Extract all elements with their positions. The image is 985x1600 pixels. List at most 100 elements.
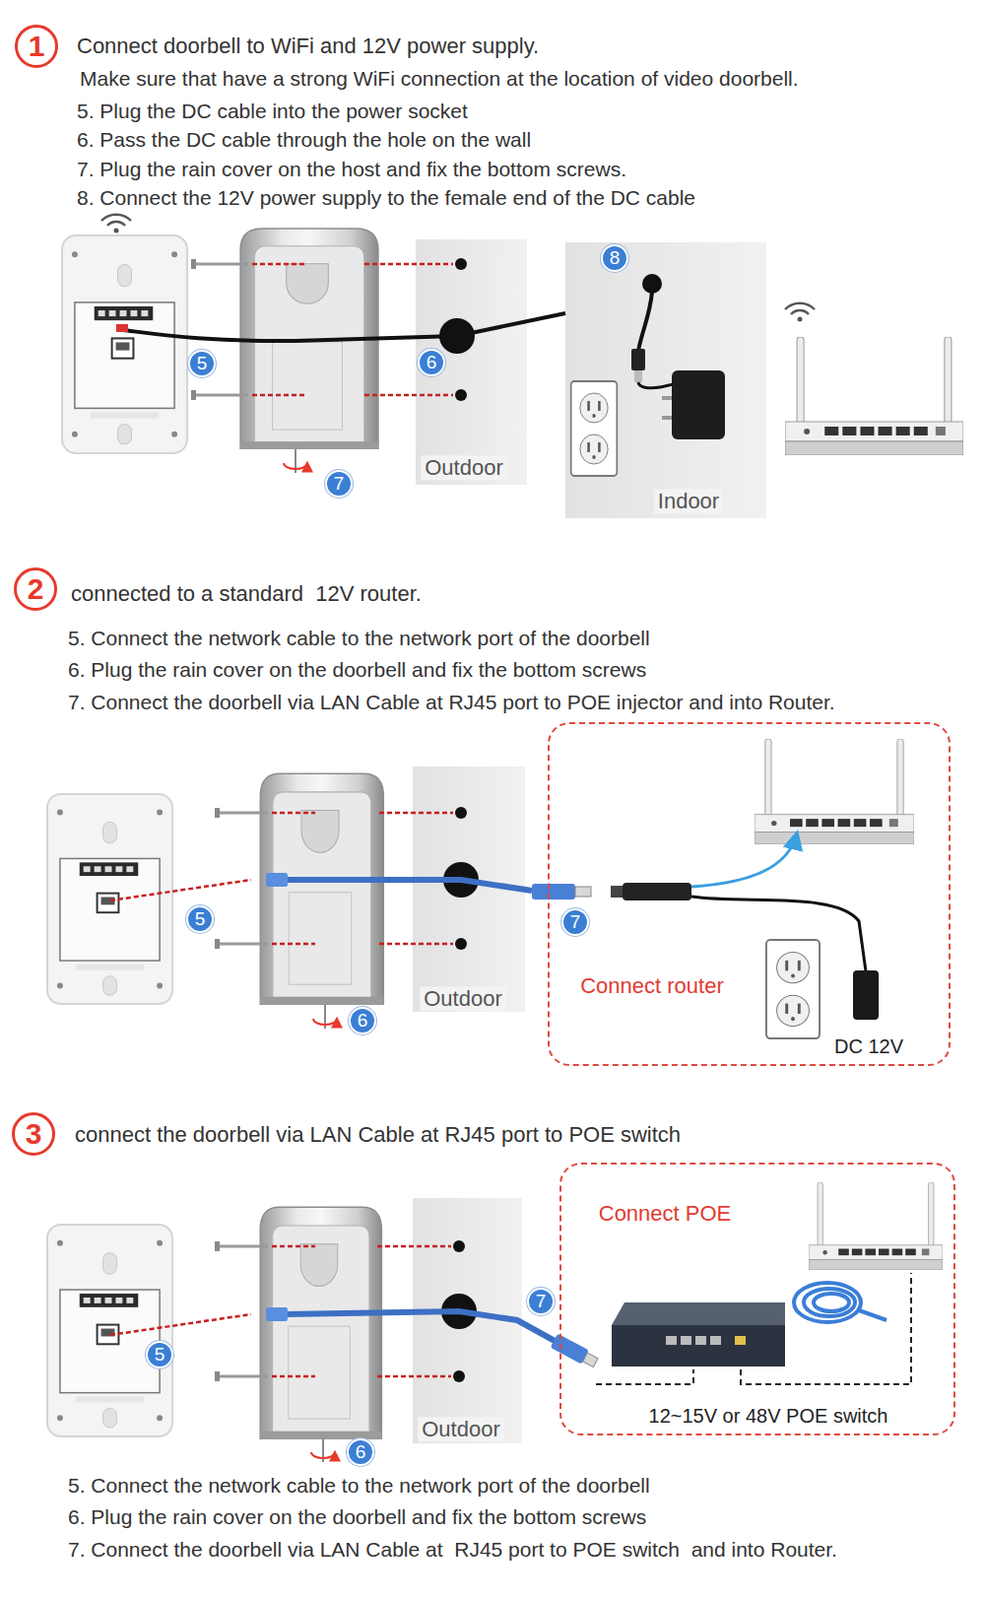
- outdoor-wall: [415, 239, 527, 485]
- coiled-cable: [793, 1282, 861, 1322]
- power-adapter: [631, 291, 725, 440]
- outdoor-wall: [453, 1240, 465, 1252]
- screws: [271, 942, 316, 946]
- poe-switch: [611, 1302, 786, 1325]
- wifi-icon: [790, 310, 809, 315]
- instruction-text: 5. Connect the network cable to the netw…: [67, 1473, 651, 1498]
- screws: [214, 1241, 220, 1251]
- screws: [218, 811, 268, 815]
- router: [754, 738, 915, 845]
- router: [808, 1182, 943, 1270]
- screws: [379, 811, 454, 815]
- coiled-cable: [803, 1288, 855, 1316]
- group-title: Connect POE: [598, 1200, 732, 1226]
- callout-number: 6: [346, 1438, 375, 1466]
- screws: [218, 1375, 268, 1379]
- lan-cable: [265, 1307, 288, 1321]
- power-adapter: [671, 370, 725, 440]
- rotate-arrow: [311, 1438, 335, 1462]
- poe-switch: [611, 1324, 786, 1367]
- doorbell-back: [47, 1224, 173, 1437]
- dc-cable: [123, 313, 566, 341]
- power-adapter: [661, 415, 672, 420]
- rotate-arrow: [283, 449, 308, 473]
- callout-number: 6: [348, 1006, 377, 1035]
- instruction-text: Make sure that have a strong WiFi connec…: [79, 66, 799, 91]
- step-number: 1: [14, 24, 59, 68]
- instruction-text: 7. Connect the doorbell via LAN Cable at…: [67, 1537, 838, 1562]
- poe-switch: [740, 1272, 912, 1384]
- coiled-cable: [858, 1310, 887, 1320]
- screws: [364, 394, 454, 397]
- dc-cable: [116, 313, 566, 341]
- dc-cable: [116, 324, 129, 332]
- screws: [377, 1375, 452, 1379]
- screws: [252, 262, 306, 266]
- screws: [252, 394, 306, 397]
- lan-cable: [550, 1333, 590, 1365]
- section-heading: connected to a standard 12V router.: [70, 581, 422, 606]
- instruction-text: 7. Connect the doorbell via LAN Cable at…: [67, 690, 836, 715]
- group-note: 12~15V or 48V POE switch: [649, 1404, 889, 1428]
- outdoor-wall: [453, 1370, 465, 1382]
- poe-switch: [595, 1369, 694, 1384]
- instruction-text: 5. Connect the network cable to the netw…: [67, 626, 651, 651]
- outdoor-wall: [455, 937, 467, 950]
- callout-number: 7: [526, 1287, 555, 1315]
- screws: [214, 807, 454, 949]
- lan-cable: [531, 883, 576, 900]
- poe-switch: [665, 1335, 677, 1345]
- lan-cable: [583, 1352, 598, 1367]
- instruction-text: 7. Plug the rain cover on the host and f…: [76, 157, 627, 182]
- coiled-cable: [793, 1282, 887, 1322]
- screws: [191, 259, 197, 269]
- screws: [218, 942, 268, 946]
- group-note: DC 12V: [834, 1035, 904, 1058]
- section-heading: Connect doorbell to WiFi and 12V power s…: [76, 33, 539, 59]
- lan-cable: [110, 1307, 599, 1370]
- power-outlet: [766, 939, 820, 1039]
- wifi-icon: [107, 221, 126, 226]
- instruction-text: 6. Pass the DC cable through the hole on…: [76, 128, 531, 152]
- wifi-icon: [114, 228, 120, 234]
- power-outlet: [571, 381, 618, 476]
- place-label: Outdoor: [419, 985, 507, 1011]
- indoor-wall: [565, 242, 767, 519]
- screws: [377, 1245, 452, 1248]
- screws: [218, 1245, 268, 1248]
- power-adapter: [638, 291, 653, 351]
- instruction-text: 8. Connect the 12V power supply to the f…: [76, 186, 696, 210]
- lan-cable: [110, 1313, 252, 1335]
- poe-switch: [710, 1335, 722, 1345]
- poe-switch: [734, 1335, 746, 1345]
- dashed-group-box: Connect routerDC 12V: [547, 722, 951, 1066]
- lan-cable: [575, 886, 591, 897]
- lan-cable: [285, 879, 532, 891]
- indoor-wall: [565, 242, 767, 519]
- place-label: Outdoor: [417, 1416, 505, 1442]
- screws: [195, 394, 249, 397]
- lan-cable: [110, 872, 591, 901]
- rotate-arrow: [313, 1004, 337, 1029]
- callout-number: 5: [188, 349, 216, 378]
- wifi-icon: [101, 214, 132, 234]
- step-number: 2: [13, 567, 58, 611]
- lan-cable: [285, 1311, 557, 1342]
- rain-cover: [260, 1206, 382, 1440]
- screws: [214, 1371, 220, 1381]
- step-number: 3: [11, 1112, 56, 1156]
- outdoor-wall: [455, 258, 467, 270]
- section-heading: connect the doorbell via LAN Cable at RJ…: [74, 1121, 681, 1147]
- screws: [191, 390, 197, 400]
- wifi-icon: [785, 303, 815, 310]
- callout-number: 6: [417, 348, 446, 377]
- lan-cable: [110, 879, 252, 901]
- poe-injector: [853, 970, 879, 1020]
- instruction-text: 5. Plug the DC cable into the power sock…: [76, 99, 468, 124]
- lan-cable: [265, 872, 288, 887]
- rotate-arrow: [283, 462, 308, 469]
- screws: [379, 942, 454, 946]
- place-label: Outdoor: [420, 455, 508, 480]
- wifi-icon: [797, 317, 803, 323]
